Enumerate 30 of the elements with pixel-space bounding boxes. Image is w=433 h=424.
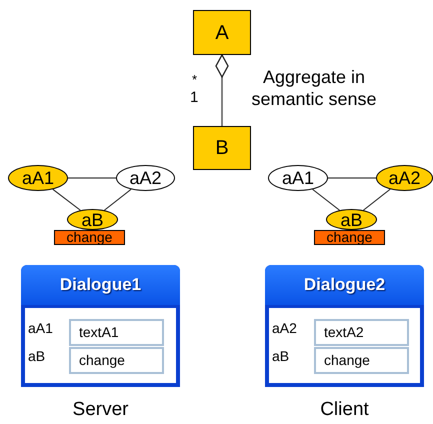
multiplicity-label: 1 xyxy=(190,88,200,108)
attribute-ellipse: aA1 xyxy=(268,165,328,191)
event-tag: change xyxy=(314,230,385,245)
connector-line xyxy=(104,188,132,211)
attribute-ellipse: aA2 xyxy=(116,165,175,191)
input-field: change xyxy=(314,347,409,374)
aggregation-line xyxy=(215,54,229,126)
connector-line xyxy=(362,188,391,211)
note-text: Aggregate in semantic sense xyxy=(250,66,378,110)
dialog-title: Dialogue2 xyxy=(304,274,386,296)
attribute-ellipse: aA2 xyxy=(376,165,433,191)
class-box: B xyxy=(193,126,251,170)
class-box: A xyxy=(193,10,251,55)
caption-text: Client xyxy=(320,400,369,420)
field-label: aA2 xyxy=(272,319,297,338)
dialog-title: Dialogue1 xyxy=(60,274,142,296)
connector-line xyxy=(312,188,340,211)
attribute-ellipse: aA1 xyxy=(8,165,68,191)
field-label: aA1 xyxy=(28,319,53,338)
connector-line xyxy=(52,188,81,211)
input-field: change xyxy=(69,347,164,374)
caption-text: Server xyxy=(72,400,128,420)
input-field: textA2 xyxy=(314,319,409,346)
attribute-ellipse: aB xyxy=(67,209,118,230)
multiplicity-label: * xyxy=(192,71,198,89)
field-label: aB xyxy=(28,347,46,366)
attribute-ellipse: aB xyxy=(326,209,377,230)
field-label: aB xyxy=(272,347,290,366)
event-tag: change xyxy=(54,230,125,245)
input-field: textA1 xyxy=(69,319,164,346)
